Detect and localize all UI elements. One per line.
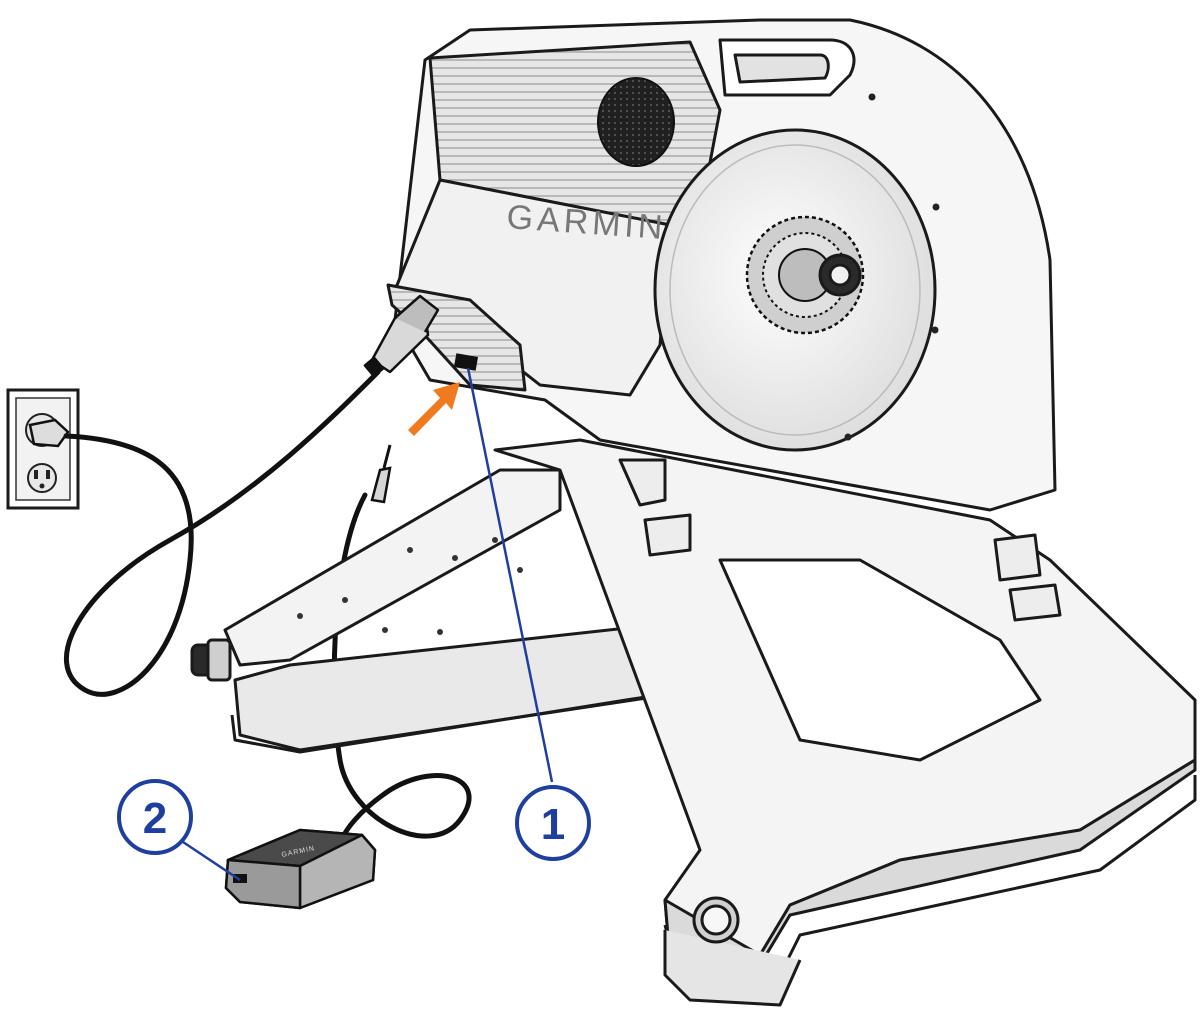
callout-2: 2: [117, 779, 193, 855]
arrow-up-right-icon: [408, 382, 460, 436]
trainer-body: GARMIN: [386, 18, 1057, 512]
power-plug: [363, 294, 440, 378]
adapter-cable: [331, 492, 472, 843]
callout-1-number: 1: [541, 800, 565, 849]
callout-leader-lines: [179, 367, 554, 882]
trainer-front-leg: [493, 438, 1197, 1007]
power-adapter: GARMIN: [224, 828, 377, 910]
callout-2-number: 2: [143, 794, 167, 843]
cassette: [745, 215, 865, 335]
adapter-connector: [370, 444, 392, 504]
callout-2-leader: [179, 838, 241, 882]
wall-outlet-icon: [6, 388, 80, 510]
callout-1: 1: [515, 785, 591, 861]
callout-1-leader: [466, 367, 554, 783]
trainer-power-port: [453, 353, 479, 371]
power-cable: [63, 369, 381, 697]
